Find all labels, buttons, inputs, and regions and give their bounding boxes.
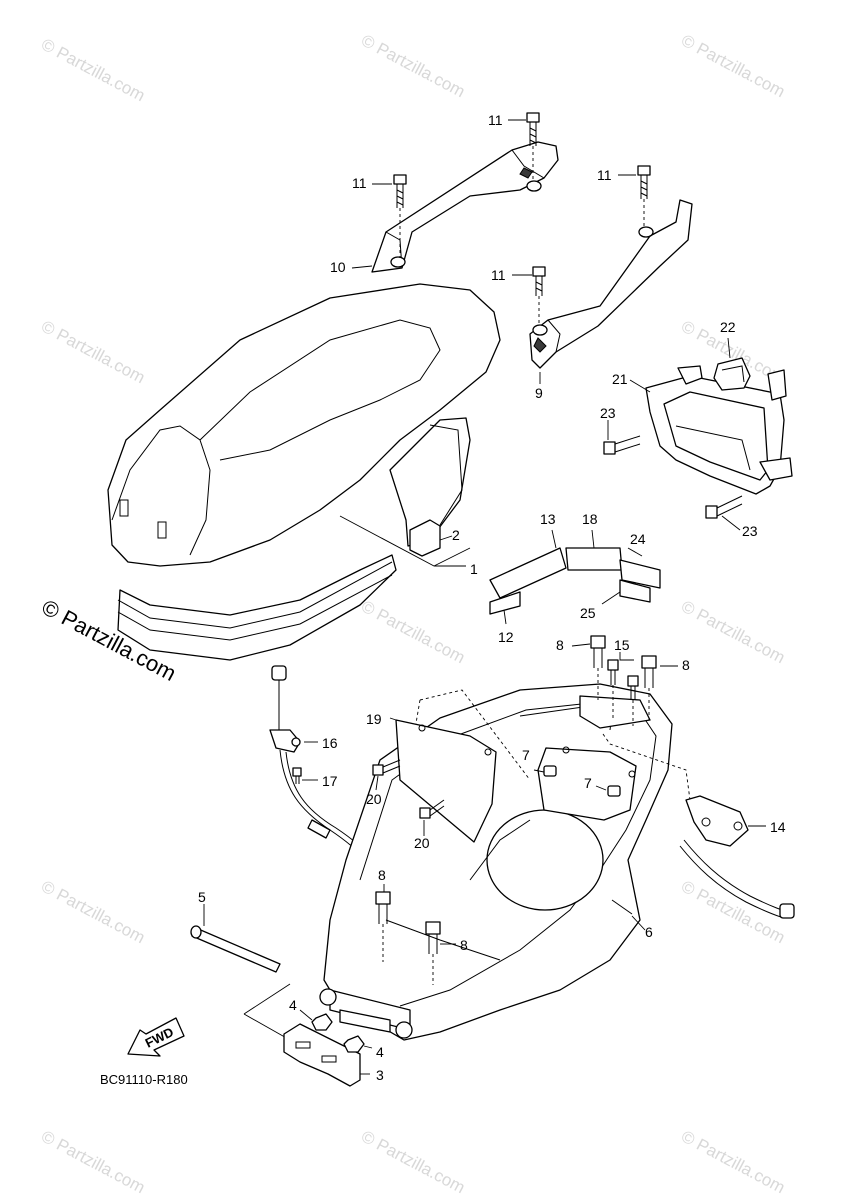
callout-label: 11 <box>352 175 367 191</box>
bolt-icon <box>425 921 441 954</box>
callout-label: 23 <box>600 405 616 421</box>
callout-label: 16 <box>322 735 338 751</box>
seat-lock-cable-part <box>269 665 393 901</box>
callout-labels: 1 2 3 4 4 5 6 7 7 8 8 8 8 9 10 11 11 11 … <box>198 112 786 1083</box>
shaft-part <box>190 904 291 1041</box>
callout-label: 14 <box>770 819 786 835</box>
callout-label: 6 <box>645 924 653 940</box>
watermark-text: © Partzilla.com <box>38 1127 148 1198</box>
bolt-8-set <box>375 635 657 985</box>
callout-label: 15 <box>614 637 630 653</box>
nut-icon <box>311 1013 333 1031</box>
seat-latch-part <box>679 795 795 919</box>
screw-icon <box>419 799 445 819</box>
bolt-23-set <box>603 435 743 519</box>
callout-label: 8 <box>556 637 564 653</box>
leader-lines <box>351 119 741 945</box>
seat-fitting-part <box>409 519 453 557</box>
callout-label: 11 <box>491 267 506 283</box>
callout-label: 3 <box>376 1067 384 1083</box>
callout-label: 20 <box>366 791 382 807</box>
screw-icon <box>372 759 401 776</box>
callout-label: 2 <box>452 527 460 543</box>
callout-label: 22 <box>720 319 736 335</box>
watermark-text: © Partzilla.com <box>38 35 148 106</box>
callout-label: 5 <box>198 889 206 905</box>
callout-label: 4 <box>376 1044 384 1060</box>
label-set-part <box>489 529 661 625</box>
callout-label: 20 <box>414 835 430 851</box>
callout-label: 18 <box>582 511 598 527</box>
grommet-icon <box>607 785 621 797</box>
callout-label: 4 <box>289 997 297 1013</box>
callout-label: 21 <box>612 371 628 387</box>
panel-7-part <box>533 746 637 821</box>
screw-icon <box>607 659 619 685</box>
forward-direction-arrow-icon: FWD <box>127 1017 185 1057</box>
bracket-3-part <box>283 1023 370 1087</box>
storage-box-part <box>319 683 691 1041</box>
callout-label: 25 <box>580 605 596 621</box>
bolt-icon <box>532 266 546 296</box>
callout-label: 10 <box>330 259 346 275</box>
bolt-20-set <box>372 759 445 819</box>
watermark-text: © Partzilla.com <box>38 877 148 948</box>
watermark-text: © Partzilla.com <box>678 597 788 668</box>
callout-label: 24 <box>630 531 646 547</box>
callout-label: 11 <box>488 112 503 128</box>
bolt-icon <box>641 655 657 688</box>
bolt-icon <box>590 635 606 668</box>
bolt-icon <box>393 174 407 208</box>
callout-label: 8 <box>682 657 690 673</box>
panel-19-part <box>389 717 497 843</box>
watermark-text: © Partzilla.com <box>678 1127 788 1198</box>
flange-bolt-icon <box>603 435 641 455</box>
grommet-icon <box>543 765 557 777</box>
callout-label: 17 <box>322 773 338 789</box>
watermark-text: © Partzilla.com <box>38 317 148 388</box>
bolt-icon <box>637 165 651 199</box>
bolt-icon <box>526 112 540 146</box>
callout-label: 9 <box>535 385 543 401</box>
part-22 <box>713 357 751 391</box>
bracket-21-part <box>645 365 793 495</box>
callout-label: 13 <box>540 511 556 527</box>
watermark-text: © Partzilla.com <box>358 31 468 102</box>
nut-4-set <box>299 1009 373 1053</box>
callout-label: 1 <box>470 561 478 577</box>
callout-label: 23 <box>742 523 758 539</box>
screw-icon <box>627 675 639 700</box>
grab-rail-right-part <box>529 199 693 369</box>
callout-label: 12 <box>498 629 514 645</box>
watermark-text: © Partzilla.com <box>678 31 788 102</box>
seat-part <box>107 283 501 661</box>
watermark-text: © Partzilla.com <box>678 877 788 948</box>
bolt-icon <box>375 891 391 924</box>
callout-label: 8 <box>460 937 468 953</box>
callout-label: 7 <box>522 747 530 763</box>
watermark-text: © Partzilla.com <box>358 597 468 668</box>
diagram-code: BC91110-R180 <box>100 1072 188 1087</box>
screw-icon <box>292 767 302 784</box>
watermark-text: © Partzilla.com <box>358 1127 468 1198</box>
callout-label: 7 <box>584 775 592 791</box>
callout-label: 8 <box>378 867 386 883</box>
nut-icon <box>343 1035 365 1053</box>
flange-bolt-icon <box>705 495 743 519</box>
bolt-11-set <box>393 112 651 326</box>
callout-label: 19 <box>366 711 382 727</box>
callout-label: 11 <box>597 167 612 183</box>
